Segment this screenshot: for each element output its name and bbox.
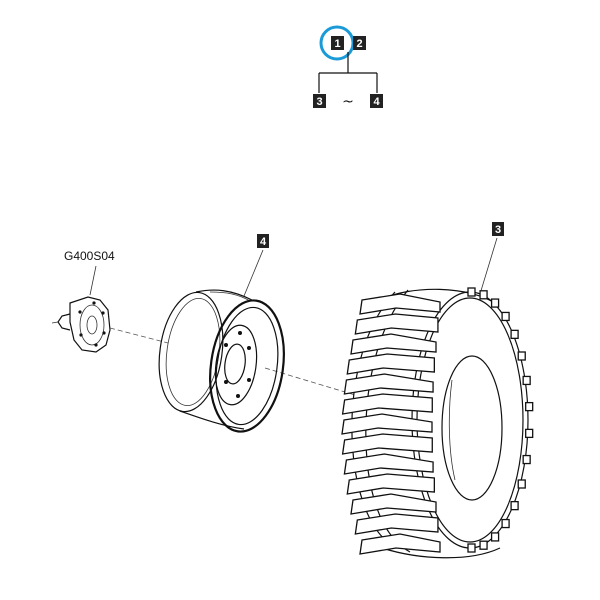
tread-lug (354, 513, 439, 535)
tire-leader-line (479, 237, 498, 295)
wheel-rim (158, 289, 285, 433)
tread-lug (359, 293, 441, 315)
legend-callout-1[interactable]: 1 (331, 36, 344, 50)
tread-lug (354, 313, 439, 335)
tread-lug (341, 393, 433, 415)
tread-edge-block (517, 479, 526, 489)
tread-edge-block (522, 454, 531, 465)
tread-edge-block (467, 543, 476, 553)
tread-lug (341, 413, 433, 435)
tread-edge-block (490, 298, 500, 308)
legend-callout-2[interactable]: 2 (353, 36, 366, 50)
svg-text:4: 4 (260, 236, 267, 248)
tread-edge-block (490, 532, 500, 542)
legend-callout-3[interactable]: 3 (313, 94, 326, 108)
legend-range-separator: ~ (342, 94, 354, 110)
hub-flange (51, 296, 111, 353)
hub-part-code[interactable]: G400S04 (64, 249, 115, 263)
tread-lug (350, 493, 437, 515)
tread-lug (341, 433, 433, 455)
tread-edge-block (479, 290, 488, 300)
svg-text:3: 3 (495, 224, 501, 236)
tread-lug (346, 473, 435, 495)
tread-lug (359, 533, 441, 555)
tread-edge-block (501, 311, 510, 322)
svg-text:2: 2 (356, 38, 362, 50)
tire (341, 287, 534, 559)
tread-lug (350, 333, 437, 355)
hub-leader-line (89, 265, 97, 296)
legend-callout-4[interactable]: 4 (370, 94, 383, 108)
svg-text:4: 4 (373, 96, 380, 108)
axis-line-hub-to-rim (109, 327, 169, 344)
tread-edge-block (501, 518, 510, 529)
svg-text:1: 1 (334, 38, 340, 50)
tread-edge-block (510, 500, 519, 511)
rim-leader-line (243, 249, 264, 297)
tire-callout-3[interactable]: 3 (492, 222, 504, 236)
tread-edge-block (510, 329, 519, 340)
tread-edge-block (517, 351, 526, 361)
rim-callout-4[interactable]: 4 (257, 234, 269, 248)
tread-edge-block (525, 401, 534, 412)
legend-tree-lines (318, 52, 378, 93)
svg-text:3: 3 (316, 96, 322, 108)
tread-edge-block (479, 540, 488, 550)
callout-legend: 1 2 3 ~ 4 (313, 25, 383, 110)
tread-edge-block (522, 375, 531, 386)
tread-edge-block (525, 428, 534, 439)
tread-lug (343, 373, 434, 395)
tread-lug (346, 353, 435, 375)
tread-lug (343, 453, 434, 475)
tread-edge-block (467, 287, 476, 297)
